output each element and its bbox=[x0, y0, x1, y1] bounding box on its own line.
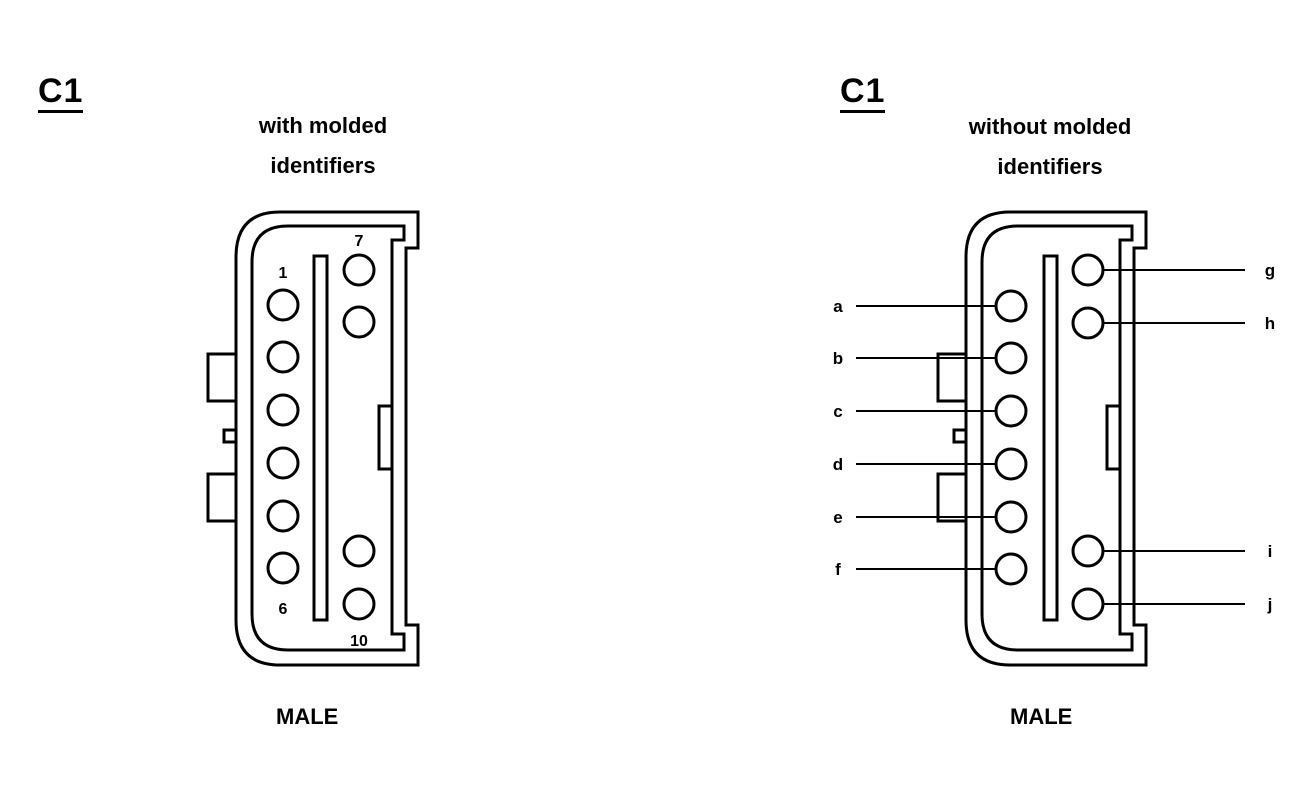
pin-cavity-b bbox=[994, 341, 1028, 375]
center-divider bbox=[1042, 254, 1059, 622]
callout-e: e bbox=[833, 508, 842, 527]
pin-cavity-e bbox=[994, 500, 1028, 534]
subtitle-line-2: identifiers bbox=[997, 154, 1103, 179]
pin-cavity-d bbox=[994, 447, 1028, 481]
housing-inner-outline bbox=[980, 224, 1134, 652]
connector-panel-with-identifiers: C1 with molded identifiers bbox=[38, 74, 420, 729]
pin-cavity-a bbox=[994, 289, 1028, 323]
key-nub bbox=[952, 428, 968, 444]
callout-d: d bbox=[833, 455, 843, 474]
gender-label: MALE bbox=[1010, 704, 1073, 729]
callout-h: h bbox=[1265, 314, 1275, 333]
pin-number-1: 1 bbox=[279, 265, 288, 282]
pin-cavity-c bbox=[994, 394, 1028, 428]
housing-outline bbox=[964, 210, 1148, 667]
connector-id-label: C1 bbox=[38, 74, 84, 113]
pin-cavity-8 bbox=[342, 305, 376, 339]
pin-cavity-7 bbox=[342, 253, 376, 287]
pin-cavity-f bbox=[994, 552, 1028, 586]
pin-cavity-9 bbox=[342, 534, 376, 568]
subtitle-line-1: with molded bbox=[258, 113, 388, 138]
key-nub bbox=[222, 428, 238, 444]
latch-lower bbox=[206, 472, 238, 523]
callout-f: f bbox=[835, 560, 841, 579]
center-divider bbox=[312, 254, 329, 622]
pin-number-7: 7 bbox=[355, 233, 364, 250]
latch-upper bbox=[936, 352, 968, 403]
connector-panel-without-identifiers: C1 without molded identifiers bbox=[800, 0, 1315, 802]
callout-c: c bbox=[833, 402, 842, 421]
callout-g: g bbox=[1265, 261, 1275, 280]
latch-upper bbox=[206, 352, 238, 403]
right-rib bbox=[377, 404, 394, 471]
subtitle-line-2: identifiers bbox=[270, 153, 376, 178]
latch-lower bbox=[936, 472, 968, 523]
connector-id-label: C1 bbox=[840, 74, 886, 113]
callout-j: j bbox=[1267, 595, 1273, 614]
connector-face-diagram: 1 6 7 10 bbox=[206, 210, 420, 667]
subtitle-line-1: without molded bbox=[968, 114, 1132, 139]
pin-cavity-5 bbox=[266, 499, 300, 533]
callout-i: i bbox=[1268, 542, 1273, 561]
pin-cavity-4 bbox=[266, 446, 300, 480]
pin-cavity-10 bbox=[342, 587, 376, 621]
pin-number-10: 10 bbox=[350, 633, 368, 650]
pin-cavity-j bbox=[1071, 587, 1105, 621]
callout-b: b bbox=[833, 349, 843, 368]
right-rib bbox=[1105, 404, 1122, 471]
pin-cavity-1 bbox=[266, 288, 300, 322]
pin-cavity-3 bbox=[266, 393, 300, 427]
pin-cavity-6 bbox=[266, 551, 300, 585]
gender-label: MALE bbox=[276, 704, 339, 729]
housing-outline bbox=[234, 210, 420, 667]
pin-cavity-i bbox=[1071, 534, 1105, 568]
pin-number-6: 6 bbox=[279, 601, 288, 618]
pin-cavity-2 bbox=[266, 340, 300, 374]
housing-inner-outline bbox=[250, 224, 406, 652]
pin-cavity-h bbox=[1071, 306, 1105, 340]
connector-face-diagram: a b c d e f g h i j bbox=[833, 210, 1275, 667]
callout-a: a bbox=[833, 297, 843, 316]
pin-cavity-g bbox=[1071, 253, 1105, 287]
